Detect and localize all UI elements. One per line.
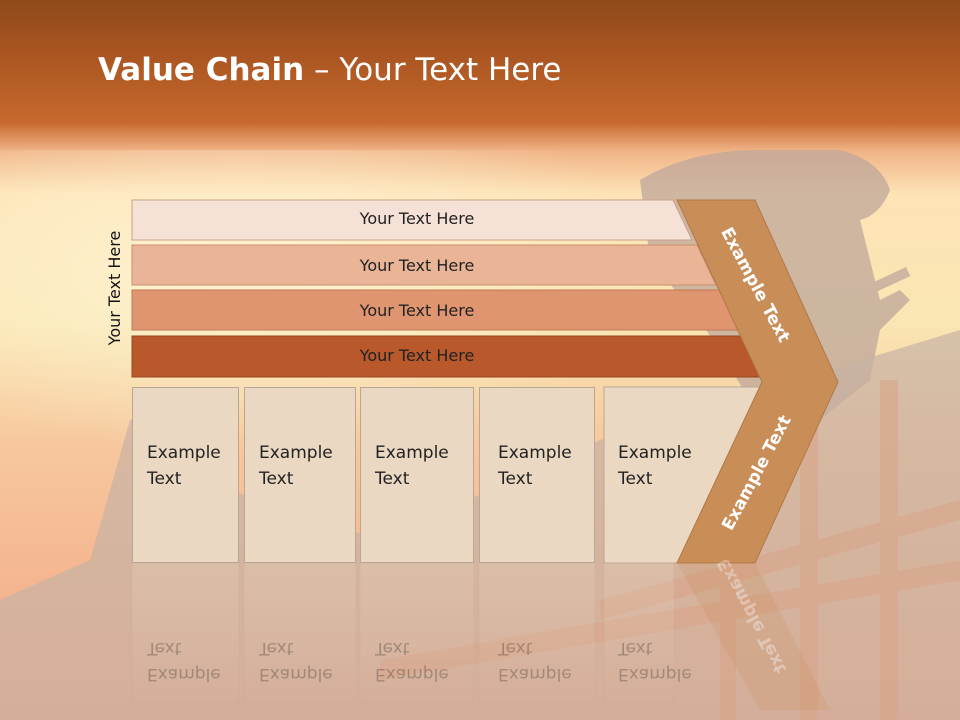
refl-4-l1: Example [498, 664, 572, 684]
refl-5-l2: Text [618, 638, 653, 658]
bar-2 [131, 244, 717, 286]
refl-1-l2: Text [147, 638, 182, 658]
refl-1-l1: Example [147, 664, 221, 684]
reflection-text-1: Example Text [147, 635, 221, 687]
box-5-line2: Text [618, 469, 653, 489]
reflection-text-3: Example Text [375, 635, 449, 687]
activity-box-2 [244, 387, 356, 563]
bar-3-label: Your Text Here [359, 301, 475, 320]
bar-1 [131, 199, 693, 241]
activity-box-1 [132, 387, 239, 563]
box-4-line2: Text [498, 469, 533, 489]
reflection-text-2: Example Text [259, 635, 333, 687]
activity-box-4 [479, 387, 595, 563]
refl-4-l2: Text [498, 638, 533, 658]
box-3-line2: Text [375, 469, 410, 489]
refl-2-l1: Example [259, 664, 333, 684]
title-rest: – Your Text Here [304, 52, 562, 88]
box-2-line2: Text [259, 469, 294, 489]
refl-2-l2: Text [259, 638, 294, 658]
reflection-text-4: Example Text [498, 635, 572, 687]
reflection-text-5: Example Text [618, 635, 692, 687]
box-2-line1: Example [259, 443, 333, 463]
reflection: Example Text Example Text Example Text Exam… [0, 560, 960, 720]
box-5-line1: Example [618, 443, 692, 463]
refl-5-l1: Example [618, 664, 692, 684]
chevron-arrow [676, 199, 839, 564]
box-1-line2: Text [147, 469, 182, 489]
box-1-line1: Example [147, 443, 221, 463]
activity-box-3 [360, 387, 474, 563]
box-3-line1: Example [375, 443, 449, 463]
bar-2-label: Your Text Here [359, 256, 475, 275]
bar-1-label: Your Text Here [359, 209, 475, 228]
reflection-shapes [131, 562, 830, 710]
refl-3-l1: Example [375, 664, 449, 684]
bar-4-label: Your Text Here [359, 346, 475, 365]
title-bold: Value Chain [98, 52, 305, 88]
refl-3-l2: Text [375, 638, 410, 658]
page-title: Value Chain – Your Text Here [98, 52, 561, 88]
box-4-line1: Example [498, 443, 572, 463]
